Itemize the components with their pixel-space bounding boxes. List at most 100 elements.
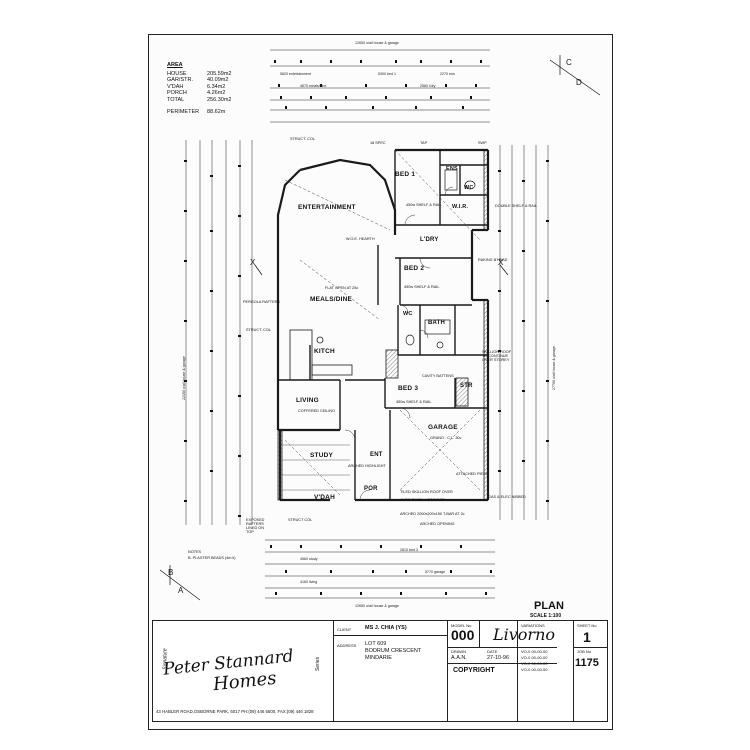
left-dimension-strings bbox=[185, 140, 253, 525]
variation-1: VO-0 00-00-00 bbox=[521, 649, 548, 654]
variation-4: VO-0 00-00-00 bbox=[521, 667, 548, 672]
room-ens: ENS bbox=[446, 166, 458, 172]
door-swings bbox=[344, 186, 454, 501]
note-struct-col-low: STRUCT COL bbox=[288, 518, 313, 522]
drawing-sheet bbox=[148, 34, 613, 730]
note-flat-open: FLAT OPEN AT 25c bbox=[325, 286, 359, 290]
variation-3: VO-0 00-00-00 bbox=[521, 661, 548, 666]
dim-bot-garage: 5770 garage bbox=[425, 570, 446, 574]
note-cavity: CAVITY BATTENS bbox=[422, 374, 454, 378]
room-wir: W.I.R. bbox=[452, 204, 469, 210]
note-bed2-shelf: 450w SHELF & RAIL bbox=[404, 285, 440, 289]
room-garage: GARAGE bbox=[428, 424, 458, 431]
section-marker-d: D bbox=[576, 78, 582, 87]
note-heading: NOTES bbox=[188, 550, 202, 554]
dim-top-ens: 2270 ens bbox=[440, 72, 455, 76]
dim-bot-bed3: 2810 bed 3 bbox=[400, 548, 418, 552]
company-logo-box: Signature Series Peter Stannard Homes 43… bbox=[153, 621, 334, 721]
note-tap: TAP bbox=[420, 141, 428, 145]
dim-left-overall: 22150 o/all house & garage bbox=[182, 356, 186, 400]
note-struct-col-mid: STRUCT. COL bbox=[246, 328, 271, 332]
copyright: COPYRIGHT bbox=[453, 667, 495, 674]
room-entertainment: ENTERTAINMENT bbox=[298, 204, 356, 211]
bottom-dimension-strings bbox=[265, 539, 495, 599]
dim-top-ldry: 2560 l'dry bbox=[420, 84, 436, 88]
dim-bot-living: 4160 living bbox=[300, 580, 318, 584]
bottom-dim-ticks bbox=[270, 545, 492, 595]
company-address: 43 HABLER ROAD,OSBORNE PARK, 6017 PH:(09… bbox=[156, 709, 314, 714]
room-bath: BATH bbox=[428, 320, 446, 326]
kitchen-bench bbox=[289, 329, 353, 381]
note-auto-panel: AUTO PANEL LIFT DOOR bbox=[400, 498, 445, 502]
sheet-label: SHEET No bbox=[577, 623, 597, 628]
job-label: JOB No bbox=[577, 649, 592, 654]
right-dim-ticks bbox=[498, 160, 549, 502]
note-garage-cl: GRANO - C.L. 30c bbox=[430, 436, 462, 440]
section-marker-b: B bbox=[168, 568, 174, 577]
room-bed3: BED 3 bbox=[398, 385, 419, 392]
paving-grid bbox=[282, 444, 350, 491]
room-kitchen: KITCH bbox=[314, 348, 335, 355]
note-double-shelf: DOUBLE SHELF & RAIL bbox=[495, 204, 537, 208]
room-living: LIVING bbox=[296, 397, 319, 404]
section-marker-x-left: X bbox=[250, 258, 256, 267]
note-pergola-beam: ARCHED 2000x200x150 T-BAR AT 2c bbox=[400, 512, 465, 516]
ceiling-lines bbox=[284, 149, 481, 496]
date-label: DATE bbox=[487, 649, 498, 654]
note-bed1-shelf: 450w SHELF & RAIL bbox=[406, 203, 442, 207]
note-gas-elec: GAS & ELEC NIBBED bbox=[488, 495, 526, 499]
series-label: Series bbox=[315, 656, 322, 672]
variations-label: VARIATIONS bbox=[521, 623, 545, 628]
room-wc: WC bbox=[403, 311, 413, 317]
section-marker-c: C bbox=[566, 58, 572, 67]
address-suburb: MINDARIE bbox=[365, 655, 392, 661]
dim-top-bed1: 5300 bed 1 bbox=[378, 72, 396, 76]
external-walls bbox=[276, 148, 490, 502]
model-no-label: MODEL No bbox=[451, 623, 472, 628]
note-struct-col-top: STRUCT. COL bbox=[290, 137, 315, 141]
hatched-walls bbox=[277, 149, 489, 501]
bathroom-fixtures bbox=[405, 169, 476, 349]
room-meals-dine: MEALS/DINE bbox=[310, 296, 353, 303]
note-woe-hearth: W.O.E. HEARTH bbox=[346, 237, 375, 241]
dim-right-overall: 27700 o/all house & garage bbox=[552, 346, 556, 390]
room-study: STUDY bbox=[310, 452, 334, 459]
room-laundry: L'DRY bbox=[420, 237, 439, 243]
note-exposed-rafters: EXPOSED RAFTERS LINED ON TOP bbox=[246, 518, 265, 534]
note-bed3-shelf: 450w SHELF & RAIL bbox=[396, 400, 432, 404]
date-value: 27-10-96 bbox=[487, 655, 510, 661]
plan-scale: SCALE 1:100 bbox=[530, 613, 562, 619]
title-block: Signature Series Peter Stannard Homes 43… bbox=[152, 620, 608, 722]
address-street: BODRUM CRESCENT bbox=[365, 648, 422, 654]
note-arched-highlight: ARCHED HIGHLIGHT bbox=[348, 464, 386, 468]
area-row: GAR/STR.40.09m2 bbox=[167, 77, 229, 84]
drawn-value: A.A.N. bbox=[451, 655, 467, 661]
dim-bottom-overall: 12650 o/all house & garage bbox=[355, 604, 399, 608]
top-dimension-strings bbox=[270, 49, 490, 123]
note-coffered: COFFERED CEILING bbox=[298, 409, 336, 413]
job-number: 1175 bbox=[575, 657, 599, 669]
internal-walls bbox=[278, 150, 488, 500]
model-no: 000 bbox=[451, 627, 475, 643]
address-label: ADDRESS bbox=[337, 643, 357, 648]
room-bed2: BED 2 bbox=[404, 265, 425, 272]
note-skillion: SKILLION ROOF TO CONTINUE OVER STOREY bbox=[482, 350, 512, 362]
note-swp: SWP bbox=[478, 141, 487, 145]
note-tiled-skillion: TILED SKILLION ROOF OVER bbox=[400, 490, 453, 494]
note-arched-opening: ARCHED OPENING bbox=[420, 522, 455, 526]
section-marker-x-right: X bbox=[498, 258, 504, 267]
dim-top-meals: 4670 meals/dine bbox=[300, 84, 327, 88]
area-heading: AREA bbox=[167, 62, 183, 68]
left-dim-ticks bbox=[184, 160, 241, 517]
section-marker-lines bbox=[159, 55, 601, 601]
dim-top-overall: 12650 o/all house & garage bbox=[355, 41, 399, 45]
client-label: CLIENT bbox=[337, 627, 352, 632]
section-marker-a: A bbox=[178, 586, 184, 595]
dim-bot-study: 4560 study bbox=[300, 557, 318, 561]
note-attached-piers: ATTACHED PIERS bbox=[456, 472, 489, 476]
